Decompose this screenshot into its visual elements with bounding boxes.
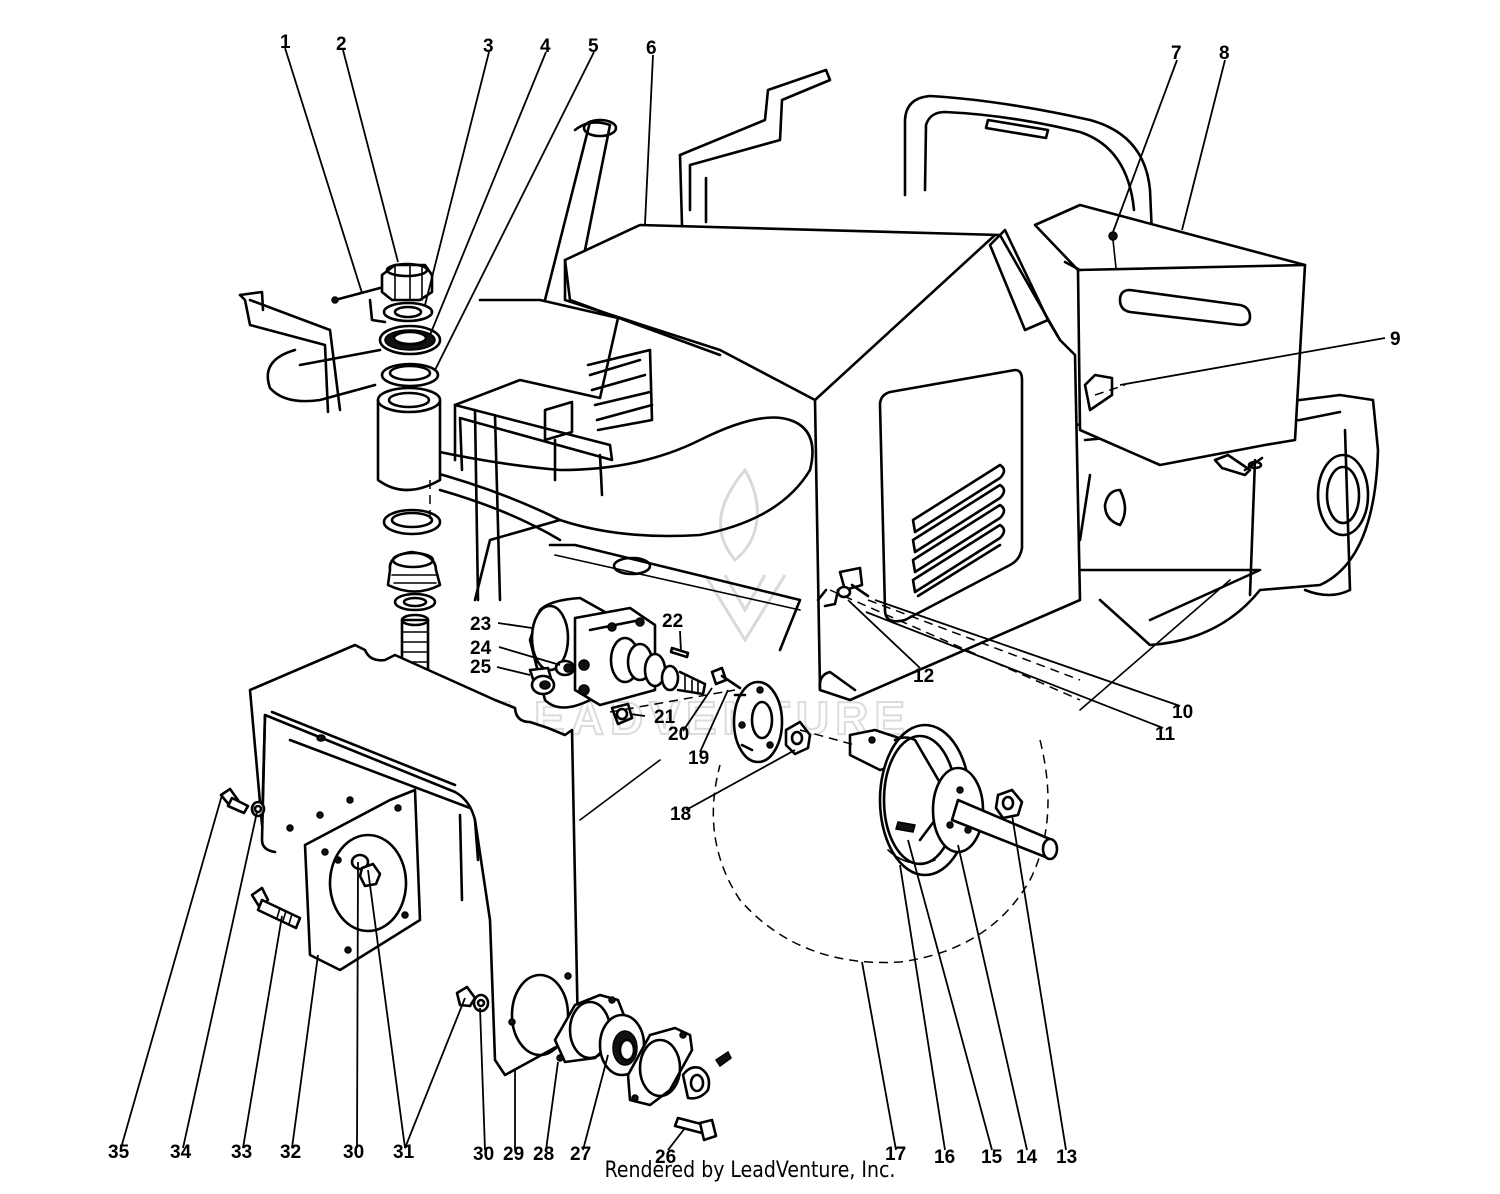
callout-3: 3 <box>483 36 494 57</box>
callout-24: 24 <box>470 638 492 659</box>
control-bracket <box>453 298 620 602</box>
leader-lines <box>120 47 1386 1151</box>
callout-17: 17 <box>885 1144 906 1165</box>
callout-30-left: 30 <box>343 1142 364 1163</box>
callout-34: 34 <box>170 1142 192 1163</box>
callout-21: 21 <box>654 707 676 728</box>
axle-hub-assembly <box>848 723 1059 877</box>
steering-column-tube <box>543 118 618 302</box>
callout-23: 23 <box>470 614 491 635</box>
wheel-outline-17 <box>712 739 1049 964</box>
callout-27: 27 <box>570 1144 591 1165</box>
battery-box-8 <box>1033 203 1307 467</box>
leadventure-watermark-logo <box>703 467 787 643</box>
floor-plate <box>473 518 1262 711</box>
steering-bearing-stack <box>331 262 442 492</box>
callout-29: 29 <box>503 1144 524 1165</box>
callout-12: 12 <box>913 666 934 687</box>
callout-31: 31 <box>393 1142 415 1163</box>
callout-28: 28 <box>533 1144 554 1165</box>
callout-18: 18 <box>670 804 691 825</box>
bolt-33 <box>250 886 302 930</box>
bearing-flange-set <box>553 993 732 1142</box>
bolt-35 <box>219 787 266 818</box>
callout-5: 5 <box>588 36 599 57</box>
rear-handle-frame <box>903 94 1154 237</box>
mounting-plate-32 <box>286 788 422 972</box>
callout-20: 20 <box>668 724 689 745</box>
drive-motor-assembly <box>528 596 812 764</box>
callout-32: 32 <box>280 1142 301 1163</box>
engine-hood-6 <box>563 223 1082 702</box>
callout-15: 15 <box>981 1147 1003 1168</box>
left-frame-bracket <box>238 290 342 414</box>
callout-2: 2 <box>336 34 347 55</box>
seat-backrest <box>678 68 832 227</box>
callout-9: 9 <box>1390 329 1401 350</box>
callout-4: 4 <box>540 36 551 57</box>
callout-13: 13 <box>1056 1147 1077 1168</box>
callout-33: 33 <box>231 1142 252 1163</box>
alignment-lines <box>429 384 1126 746</box>
callout-labels: 1 2 3 4 5 6 7 8 9 10 11 12 13 14 15 16 1… <box>108 32 1401 1168</box>
rear-bracket <box>1213 453 1264 597</box>
callout-30-right: 30 <box>473 1144 494 1165</box>
callout-35: 35 <box>108 1142 130 1163</box>
hood-mount-bracket <box>816 566 870 608</box>
footer-credit: Rendered by LeadVenture, Inc. <box>604 1158 896 1183</box>
callout-22: 22 <box>662 611 683 632</box>
callout-14: 14 <box>1016 1147 1038 1168</box>
callout-8: 8 <box>1219 43 1230 64</box>
callout-7: 7 <box>1171 43 1182 64</box>
callout-10: 10 <box>1172 702 1193 723</box>
callout-26: 26 <box>655 1147 676 1168</box>
side-fender-plate-29 <box>248 643 661 1077</box>
callout-19: 19 <box>688 748 709 769</box>
callout-25: 25 <box>470 657 492 678</box>
callout-16: 16 <box>934 1147 955 1168</box>
callout-1: 1 <box>280 32 291 53</box>
callout-11: 11 <box>1155 724 1176 745</box>
callout-6: 6 <box>646 38 657 59</box>
